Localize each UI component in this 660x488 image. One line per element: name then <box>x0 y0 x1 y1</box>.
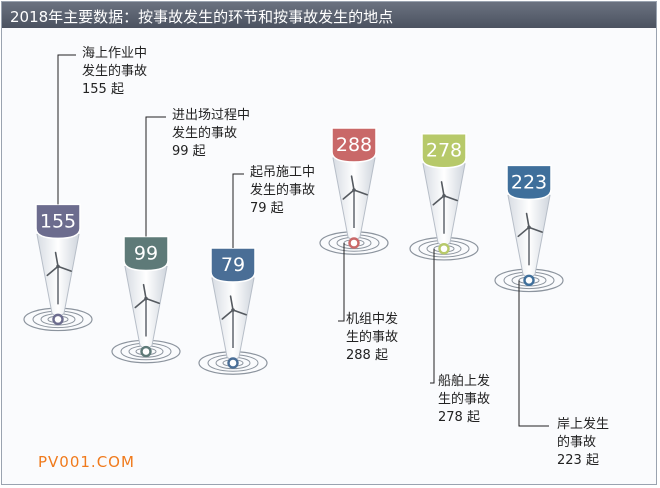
value-badge <box>506 164 552 201</box>
category-annotation: 起吊施工中发生的事故 79 起 <box>250 164 315 218</box>
leader-line <box>232 173 244 248</box>
chart-title: 2018年主要数据：按事故发生的环节和按事故发生的地点 <box>10 8 394 26</box>
category-annotation: 机组中发生的事故 288 起 <box>346 311 398 365</box>
leader-line <box>338 243 345 322</box>
value-label: 223 <box>511 171 547 193</box>
annotation-line: 机组中发 <box>346 312 399 327</box>
value-label: 79 <box>221 254 245 276</box>
data-pin: 278 <box>409 132 479 384</box>
value-badge <box>35 203 81 240</box>
pin-tip-marker <box>523 274 535 287</box>
annotation-line: 278 起 <box>438 410 480 425</box>
data-pin: 288 <box>319 127 389 322</box>
wind-turbine-icon <box>134 283 160 337</box>
annotation-line: 99 起 <box>172 144 206 159</box>
category-annotation: 岸上发生的事故 223 起 <box>557 416 609 470</box>
annotation-line: 海上作业中 <box>82 46 148 61</box>
annotation-line: 223 起 <box>557 453 599 468</box>
annotation-line: 的事故 <box>557 435 597 450</box>
annotation-line: 生的事故 <box>346 330 399 345</box>
value-label: 278 <box>426 140 462 162</box>
annotation-line: 船舶上发 <box>438 374 491 389</box>
chart-header: 2018年主要数据：按事故发生的环节和按事故发生的地点 <box>2 2 656 28</box>
wind-turbine-icon <box>517 212 543 266</box>
annotation-line: 发生的事故 <box>250 183 316 198</box>
leader-line <box>145 116 166 237</box>
value-badge <box>123 235 169 272</box>
pin-tip-marker <box>227 357 239 369</box>
leader-line <box>430 248 435 384</box>
data-pin: 155 <box>23 54 93 332</box>
data-pin: 99 <box>111 116 181 364</box>
category-annotation: 进出场过程中发生的事故 99 起 <box>172 107 250 161</box>
annotation-line: 岸上发生 <box>557 417 610 432</box>
value-label: 155 <box>40 210 76 232</box>
value-badge <box>331 127 377 163</box>
pin-tip-marker <box>52 313 64 326</box>
annotation-line: 进出场过程中 <box>172 108 251 123</box>
wind-turbine-icon <box>342 175 368 228</box>
data-pin: 79 <box>198 173 268 375</box>
annotation-line: 起吊施工中 <box>250 165 316 180</box>
leader-line <box>518 280 549 427</box>
wind-turbine-icon <box>432 181 458 234</box>
annotation-line: 155 起 <box>82 82 124 97</box>
pin-tip-marker <box>348 237 360 249</box>
category-annotation: 海上作业中发生的事故 155 起 <box>82 45 147 99</box>
category-annotation: 船舶上发生的事故 278 起 <box>438 373 490 427</box>
annotation-line: 生的事故 <box>438 392 491 407</box>
pin-tip-marker <box>140 345 152 358</box>
annotation-line: 发生的事故 <box>82 64 148 79</box>
annotation-line: 288 起 <box>346 348 388 363</box>
leader-line <box>57 54 76 205</box>
watermark: PV001.COM <box>38 453 135 471</box>
wind-turbine-icon <box>46 251 72 305</box>
value-label: 288 <box>336 134 372 156</box>
annotation-line: 79 起 <box>250 201 284 216</box>
value-badge <box>210 247 256 283</box>
wind-turbine-icon <box>221 295 247 348</box>
data-pin: 223 <box>494 164 564 427</box>
pin-tip-marker <box>438 243 450 255</box>
value-label: 99 <box>134 243 158 265</box>
value-badge <box>421 132 467 169</box>
annotation-line: 发生的事故 <box>172 126 238 141</box>
